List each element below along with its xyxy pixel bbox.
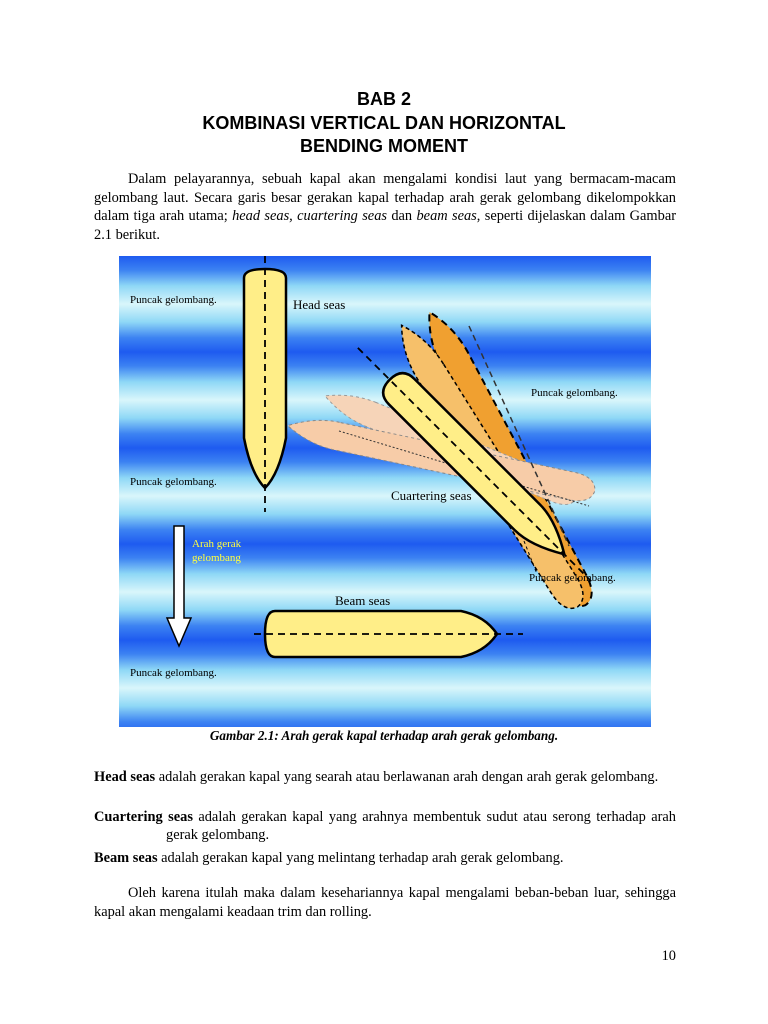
intro-paragraph: Dalam pelayarannya, sebuah kapal akan me… <box>94 171 676 243</box>
wave-direction-figure: Puncak gelombang. Head seas Puncak gelom… <box>119 256 651 727</box>
cuartering-seas-ship <box>357 347 592 582</box>
label-beam-seas: Beam seas <box>335 593 391 608</box>
conclusion-paragraph: Oleh karena itulah maka dalam keseharian… <box>94 885 676 920</box>
wave-direction-arrow <box>165 525 193 648</box>
label-cuartering-seas: Cuartering seas <box>391 488 472 503</box>
term-beam-seas: beam seas <box>416 208 477 224</box>
ghost-centerline-1 <box>338 430 590 507</box>
label-wave-crest-bottom-left: Puncak gelombang. <box>130 667 217 679</box>
head-seas-ship <box>242 256 288 512</box>
label-head-seas: Head seas <box>293 297 346 312</box>
label-wave-crest-mid-left: Puncak gelombang. <box>130 476 217 488</box>
label-arrow-line1: Arah gerak <box>192 538 242 550</box>
label-arrow-line2: gelombang <box>192 552 241 564</box>
page-number: 10 <box>661 948 676 964</box>
definition-cuartering-seas: Cuartering seas adalah gerakan kapal yan… <box>94 809 676 843</box>
ghost-ship-peach-near <box>286 419 596 502</box>
term: Head seas <box>94 769 156 785</box>
ghost-centerline-2 <box>468 325 570 547</box>
term: Beam seas <box>94 850 158 866</box>
definition-head-seas: Head seas adalah gerakan kapal yang sear… <box>94 769 659 785</box>
label-wave-crest-top-left: Puncak gelombang. <box>130 294 217 306</box>
chapter-title-line2: BENDING MOMENT <box>300 136 468 156</box>
label-wave-crest-right: Puncak gelombang. <box>531 387 618 399</box>
definition-beam-seas: Beam seas adalah gerakan kapal yang meli… <box>94 850 564 866</box>
figure-drawing <box>165 256 596 659</box>
chapter-number: BAB 2 <box>356 89 411 109</box>
chapter-title-line1: KOMBINASI VERTICAL DAN HORIZONTAL <box>202 113 566 133</box>
figure-caption: Gambar 2.1: Arah gerak kapal terhadap ar… <box>209 728 559 743</box>
term-head-cuartering: head seas, cuartering seas <box>232 208 387 224</box>
beam-seas-ship <box>254 609 523 659</box>
term: Cuartering seas <box>94 809 193 825</box>
label-wave-crest-lower-right: Puncak gelombang. <box>529 572 616 584</box>
